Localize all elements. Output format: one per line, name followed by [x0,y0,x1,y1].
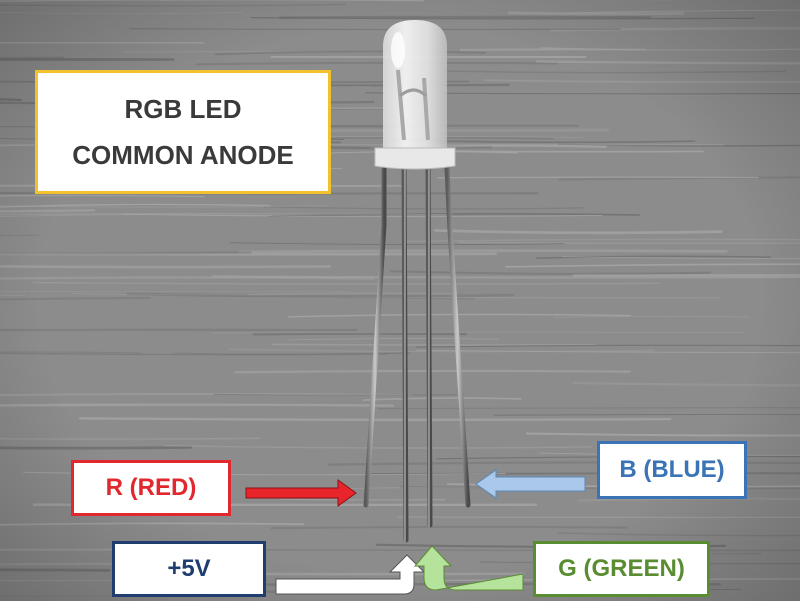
led-leads [363,165,471,543]
power-arrow [275,554,426,595]
power-pin-label: +5V [112,541,266,597]
title-label: RGB LED COMMON ANODE [35,70,331,194]
title-line-2: COMMON ANODE [72,140,294,170]
red-pin-label: R (RED) [71,460,231,516]
lead-red [363,165,387,508]
led-body [374,20,456,170]
arrows [245,469,586,595]
lead-blue [444,165,471,508]
title-line-1: RGB LED [124,94,242,124]
lead-green [425,165,433,528]
blue-pin-label: B (BLUE) [597,441,747,499]
green-pin-label: G (GREEN) [533,541,710,597]
red-arrow [245,479,357,507]
lead-anode [401,165,409,543]
green-arrow [413,545,524,591]
blue-arrow [475,469,586,499]
